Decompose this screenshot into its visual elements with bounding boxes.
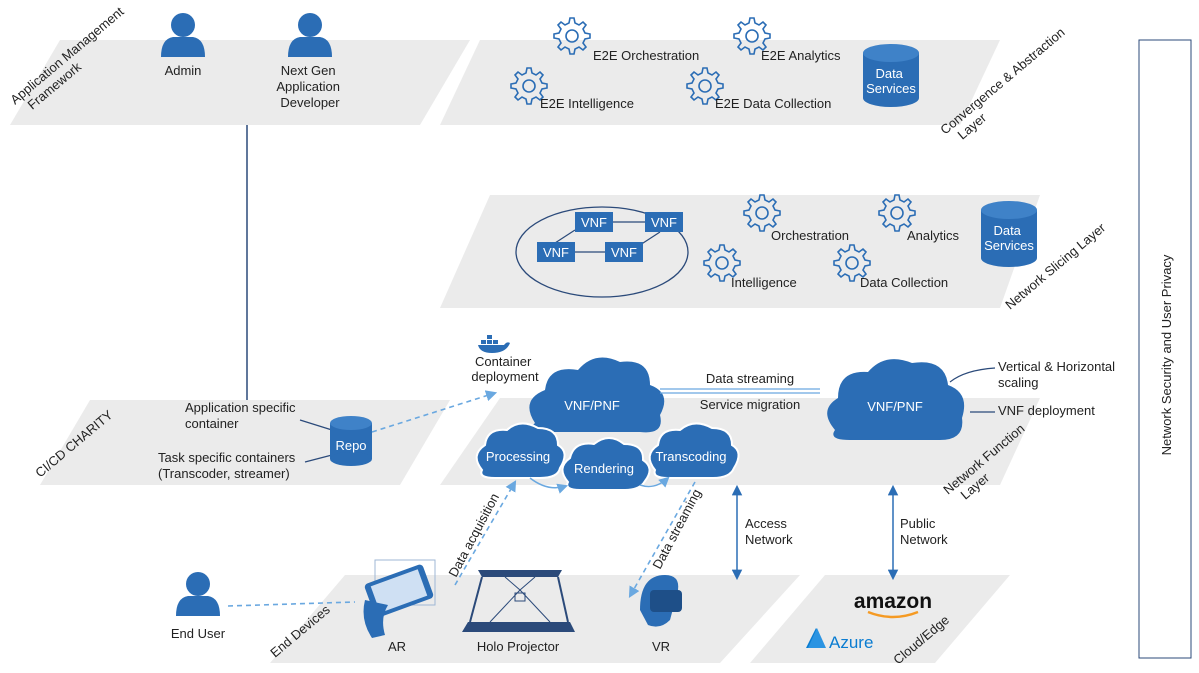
admin-person-icon: [161, 13, 205, 57]
vnf-node-label: VNF: [651, 215, 677, 230]
plane-cloud: [750, 575, 1010, 663]
end-user-person-icon: [176, 572, 220, 616]
transcoding-cloud: [648, 422, 740, 479]
transcoding-label: Transcoding: [655, 449, 726, 464]
vr-label: VR: [652, 639, 670, 654]
admin-label: Admin: [165, 63, 202, 78]
data-streaming-label: Data streaming: [706, 371, 794, 386]
container-deployment-label: Container deployment: [471, 354, 539, 384]
vnf-node-label: VNF: [581, 215, 607, 230]
analytics-label: Analytics: [907, 228, 960, 243]
data-services-label: Data Services: [866, 66, 916, 96]
vnf-node-label: VNF: [543, 245, 569, 260]
vnf-pnf-left-label: VNF/PNF: [564, 398, 620, 413]
plane-convergence: [440, 40, 1000, 125]
repo-pointer-line: [304, 454, 333, 463]
vr-headset-icon: [640, 575, 682, 627]
vnf-node-label: VNF: [611, 245, 637, 260]
plane-slicing: [440, 195, 1040, 308]
azure-label: Azure: [829, 633, 873, 652]
vnf-link: [639, 231, 661, 246]
vnf-node: [605, 242, 643, 262]
developer-label: Next Gen Application Developer: [276, 63, 343, 110]
intelligence-label: Intelligence: [731, 275, 797, 290]
vnf-link: [554, 229, 576, 244]
rendering-to-transcoding-arrow: [639, 476, 670, 488]
data-acquisition-arrow: [454, 480, 517, 586]
container-deployment-arrow: [371, 390, 498, 433]
e2e-orchestration-label: E2E Orchestration: [593, 48, 699, 63]
azure-logo-icon: [806, 628, 826, 648]
vnf-graph-ellipse: [515, 206, 689, 298]
data-acquisition-label: Data acquisition: [445, 491, 502, 580]
vnf-pnf-right-label: VNF/PNF: [867, 399, 923, 414]
ar-tablet-icon: [363, 559, 436, 638]
plane-app-mgmt: [10, 40, 470, 125]
processing-to-rendering-arrow: [529, 477, 568, 494]
processing-label: Processing: [486, 449, 550, 464]
slicing-data-services-label: Data Services: [984, 223, 1034, 253]
end-user-link: [227, 601, 356, 607]
scaling-pointer: [949, 367, 996, 383]
repo-database-icon: [330, 416, 372, 466]
data-services-database-icon: [863, 44, 919, 107]
task-containers-label: Task specific containers (Transcoder, st…: [158, 450, 299, 481]
amazon-smile-icon: [867, 610, 919, 619]
repo-label: Repo: [335, 438, 366, 453]
vnf-node: [575, 212, 613, 232]
data-collection-label: Data Collection: [860, 275, 948, 290]
public-network-label: Public Network: [900, 516, 948, 547]
data-streaming-down-arrow: [628, 481, 696, 598]
vnf-node: [645, 212, 683, 232]
rendering-label: Rendering: [574, 461, 634, 476]
processing-cloud: [475, 422, 566, 479]
docker-whale-icon: [478, 335, 510, 353]
holo-projector-label: Holo Projector: [477, 639, 560, 654]
service-migration-label: Service migration: [700, 397, 800, 412]
developer-person-icon: [288, 13, 332, 57]
security-privacy-panel: [1138, 39, 1192, 659]
vnf-deployment-label: VNF deployment: [998, 403, 1095, 418]
slicing-data-services-database-icon: [981, 201, 1037, 267]
app-container-label: Application specific container: [185, 400, 299, 431]
holo-projector-icon: [462, 570, 575, 632]
repo-pointer-line: [299, 419, 333, 431]
e2e-analytics-label: E2E Analytics: [761, 48, 841, 63]
vnf-pnf-cloud-left: [529, 357, 665, 433]
e2e-intelligence-label: E2E Intelligence: [540, 96, 634, 111]
end-user-label: End User: [171, 626, 226, 641]
orchestration-label: Orchestration: [771, 228, 849, 243]
amazon-logo: amazon: [854, 590, 932, 613]
ar-label: AR: [388, 639, 406, 654]
vnf-pnf-cloud-right: [827, 359, 965, 440]
data-streaming-down-label: Data streaming: [649, 487, 704, 572]
vnf-node: [537, 242, 575, 262]
security-privacy-label: Network Security and User Privacy: [1159, 254, 1174, 455]
access-network-label: Access Network: [745, 516, 793, 547]
rendering-cloud: [561, 437, 651, 491]
e2e-data-collection-label: E2E Data Collection: [715, 96, 831, 111]
scaling-label: Vertical & Horizontal scaling: [998, 359, 1119, 390]
